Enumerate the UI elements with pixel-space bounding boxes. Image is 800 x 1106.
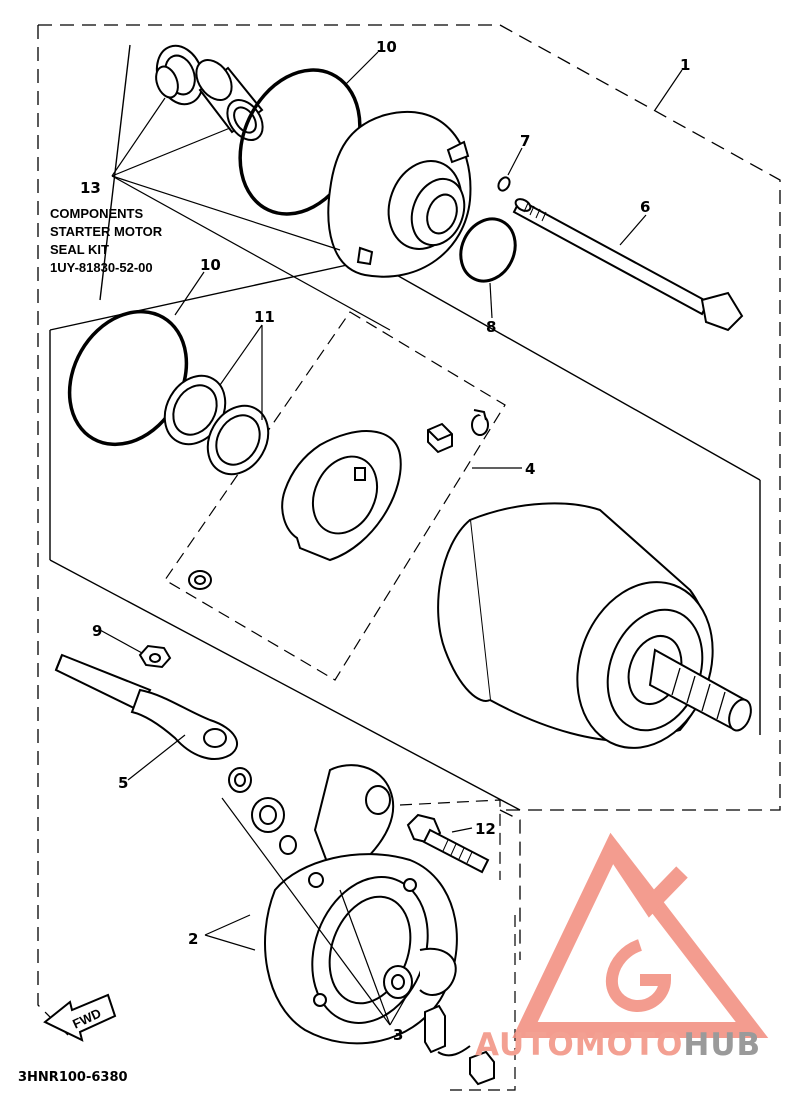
mounting-bolt-part	[406, 813, 490, 874]
front-bracket-part	[264, 764, 458, 1045]
forward-arrow-icon: FWD	[43, 993, 117, 1042]
callout-1: 1	[680, 56, 690, 74]
rear-cover-part	[327, 110, 472, 278]
note-line-2: STARTER MOTOR	[50, 224, 163, 239]
automotohub-logo-icon	[512, 832, 769, 1038]
brush-spring-part	[471, 409, 489, 436]
through-bolt-part	[512, 198, 744, 332]
watermark-part-2: HUB	[683, 1027, 761, 1063]
assembly-boundary-1	[37, 24, 781, 1036]
callout-4: 4	[525, 460, 535, 478]
terminal-nut-part	[138, 644, 172, 669]
callout-12: 12	[475, 820, 496, 838]
motor-yoke-part	[437, 502, 752, 749]
svg-text:AUTOMOTOHUB: AUTOMOTOHUB	[475, 1027, 761, 1063]
terminal-washers	[228, 767, 297, 855]
callout-6: 6	[640, 198, 650, 216]
callout-5: 5	[118, 774, 128, 792]
brush-nut-part	[188, 570, 212, 590]
lead-wire-part	[54, 653, 238, 760]
brush-plate-part	[281, 430, 402, 562]
oil-seal-part	[155, 44, 205, 106]
note-line-3: SEAL KIT	[50, 242, 109, 257]
assembly-boundary-4	[164, 311, 506, 681]
callout-numbers: 1 10 7 13 6 10 11 8 4 9 5 12 2 3	[80, 38, 690, 1044]
o-ring-medium	[459, 217, 517, 283]
diagram-code: 3HNR100-6380	[18, 1070, 128, 1085]
needle-bearing-part	[195, 59, 264, 141]
leader-lines	[99, 51, 683, 1026]
brush-part	[427, 422, 453, 454]
callout-13: 13	[80, 179, 101, 197]
callout-10-middle: 10	[200, 256, 221, 274]
seal-kit-note: COMPONENTS STARTER MOTOR SEAL KIT 1UY-81…	[50, 206, 163, 275]
callout-11: 11	[254, 308, 275, 326]
callout-7: 7	[520, 132, 530, 150]
note-line-4: 1UY-81830-52-00	[50, 260, 153, 275]
watermark-part-1: AUTOMOTO	[475, 1027, 683, 1063]
terminal-bolt-part	[424, 1004, 495, 1086]
callout-9: 9	[92, 622, 102, 640]
callout-3: 3	[393, 1026, 403, 1044]
callout-2: 2	[188, 930, 198, 948]
housing-outline	[49, 44, 761, 811]
callout-8: 8	[486, 318, 496, 336]
o-ring-small	[497, 176, 511, 192]
note-line-1: COMPONENTS	[50, 206, 144, 221]
callout-10-top: 10	[376, 38, 397, 56]
watermark-text: AUTOMOTOHUB	[475, 1027, 761, 1063]
washer-set	[163, 374, 270, 476]
